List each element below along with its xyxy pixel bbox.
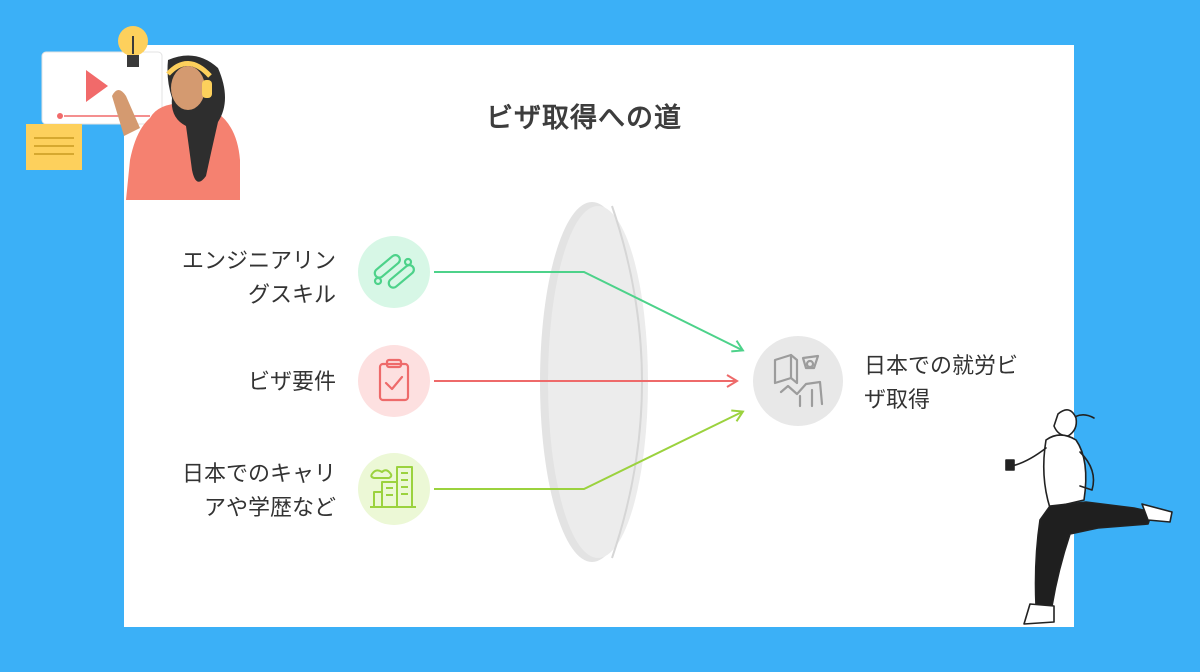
- diagram-title: ビザ取得への道: [486, 103, 682, 134]
- input-label-engineering: エンジニアリン グスキル: [181, 249, 336, 308]
- arrow-career: [434, 409, 745, 490]
- clipboard-check-icon: [358, 345, 430, 417]
- output-label: 日本での就労ビ ザ取得: [864, 354, 1019, 413]
- teacher-illustration: [26, 26, 240, 200]
- arrow-engineering: [434, 271, 745, 353]
- runner-illustration: [1005, 409, 1173, 625]
- work-visa-icon: [753, 336, 843, 426]
- city-buildings-icon: [358, 453, 430, 525]
- input-label-career: 日本でのキャリ アや学歴など: [181, 462, 336, 521]
- tools-icon: [358, 236, 430, 308]
- input-label-visa-requirements: ビザ要件: [247, 370, 336, 395]
